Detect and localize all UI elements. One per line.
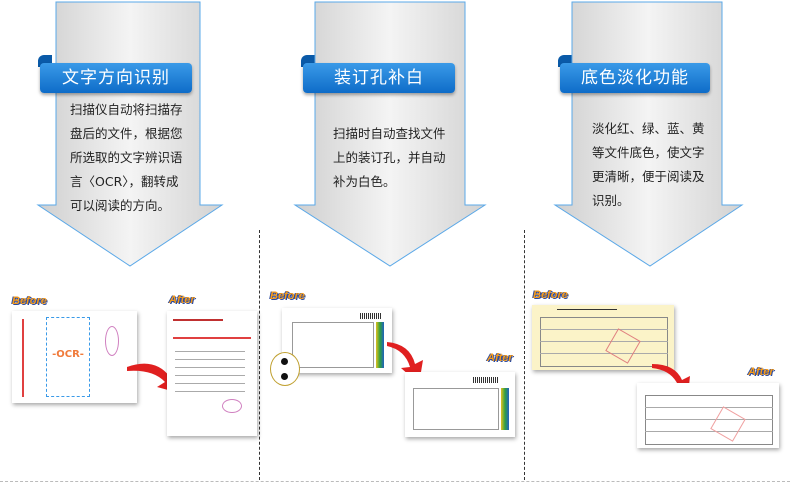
feature-description: 扫描时自动查找文件 上的装订孔，并自动 补为白色。 <box>333 122 463 194</box>
feature-title: 装订孔补白 <box>301 55 455 93</box>
desc-line: 所选取的文字辨识语 <box>70 150 183 165</box>
desc-line: 补为白色。 <box>333 174 396 189</box>
after-document <box>167 311 257 436</box>
feature-title: 文字方向识别 <box>38 55 192 93</box>
red-arrow-icon <box>127 363 179 393</box>
before-label: Before <box>533 289 568 301</box>
ocr-region <box>46 317 90 397</box>
desc-line: 上的装订孔，并自动 <box>333 150 446 165</box>
before-document: -OCR- <box>12 311 137 403</box>
divider <box>0 481 790 482</box>
desc-line: 等文件底色，使文字 <box>592 145 705 160</box>
binding-hole-highlight <box>270 352 300 386</box>
desc-line: 盘后的文件，根据您 <box>70 126 183 141</box>
feature-background-fade: 底色淡化功能 淡化红、绿、蓝、黄 等文件底色，使文字 更清晰，便于阅读及 识别。 <box>550 0 780 270</box>
after-document <box>637 383 779 448</box>
feature-title: 底色淡化功能 <box>558 55 710 93</box>
feature-description: 淡化红、绿、蓝、黄 等文件底色，使文字 更清晰，便于阅读及 识别。 <box>592 117 722 213</box>
before-label: Before <box>270 290 305 302</box>
feature-hole-fill: 装订孔补白 扫描时自动查找文件 上的装订孔，并自动 补为白色。 <box>290 0 520 270</box>
desc-line: 淡化红、绿、蓝、黄 <box>592 121 705 136</box>
desc-line: 言〈OCR〉，翻转成 <box>70 174 179 189</box>
desc-line: 识别。 <box>592 193 630 208</box>
after-label: After <box>487 352 513 364</box>
desc-line: 扫描仪自动将扫描存 <box>70 102 183 117</box>
before-label: Before <box>12 295 47 307</box>
desc-line: 可以阅读的方向。 <box>70 198 171 213</box>
desc-line: 扫描时自动查找文件 <box>333 126 446 141</box>
feature-description: 扫描仪自动将扫描存 盘后的文件，根据您 所选取的文字辨识语 言〈OCR〉，翻转成… <box>70 98 200 218</box>
divider <box>524 230 525 480</box>
divider <box>259 230 260 480</box>
after-label: After <box>748 366 774 378</box>
desc-line: 更清晰，便于阅读及 <box>592 169 705 184</box>
after-label: After <box>169 294 195 306</box>
feature-text-orientation: 文字方向识别 扫描仪自动将扫描存 盘后的文件，根据您 所选取的文字辨识语 言〈O… <box>30 0 260 270</box>
after-document <box>405 372 515 437</box>
before-document <box>532 305 674 370</box>
ocr-label: -OCR- <box>52 349 84 360</box>
before-document <box>282 308 392 373</box>
